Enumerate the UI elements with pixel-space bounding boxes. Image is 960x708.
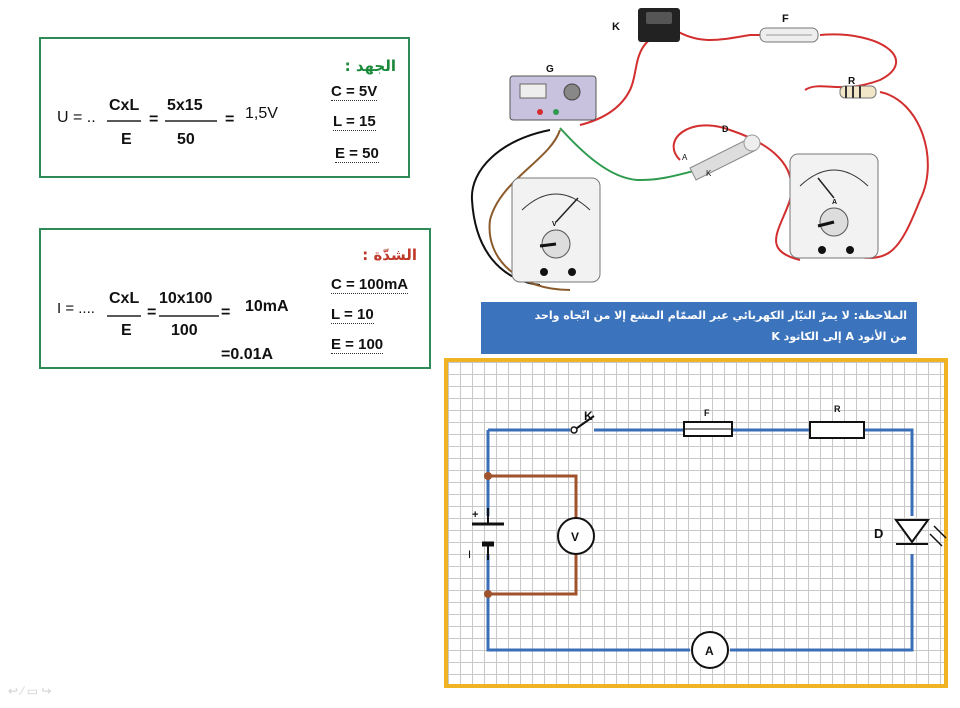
note-line-2: من الأنود A إلى الكاتود K — [771, 330, 907, 343]
current-heading: الشدّة : — [362, 246, 417, 264]
schematic-label-fuse: F — [704, 408, 710, 418]
voltage-denominator: E — [121, 131, 132, 148]
voltmeter-pointer — [539, 242, 557, 248]
generator-knob — [563, 83, 581, 101]
battery-minus-label: I — [468, 549, 471, 561]
red-wire-ammeter-diode — [672, 124, 801, 261]
photo-label-resistor: R — [848, 76, 856, 87]
voltmeter-scale — [521, 193, 591, 211]
current-formula-left: I = .... — [57, 300, 95, 317]
current-fraction-bars — [107, 315, 219, 317]
node-bottom — [484, 590, 492, 598]
voltage-result: 1,5V — [245, 105, 278, 122]
photo-label-fuse: F — [782, 13, 789, 25]
current-den2: 100 — [171, 322, 198, 339]
current-num2: 10x100 — [159, 290, 213, 307]
voltmeter-needle — [555, 197, 579, 223]
battery-plus-label: + — [472, 509, 478, 521]
red-wire-switch-fuse — [674, 29, 760, 41]
diode-arrow-1 — [929, 533, 943, 547]
ammeter-symbol — [691, 631, 729, 669]
photo-label-generator: G — [546, 64, 554, 75]
current-l-line: L = 10 — [331, 306, 374, 324]
voltmeter-terminal-com — [540, 268, 548, 276]
watermark-glyphs: ↩ ⁄ ▭ ↪ — [8, 684, 52, 698]
voltmeter-label: V — [571, 530, 579, 544]
voltage-den2: 50 — [177, 131, 195, 148]
circuit-illustration: K F R G D A K V A — [470, 8, 929, 291]
led-lens — [743, 134, 761, 152]
voltmeter-wire-top — [488, 474, 578, 518]
diode-arrow-2 — [933, 525, 947, 539]
photo-label-cathode: K — [706, 169, 712, 178]
voltmeter-symbol — [557, 517, 595, 555]
schematic-grid — [444, 358, 948, 688]
voltage-equals-2: = — [225, 111, 235, 128]
generator-terminal-negative — [553, 109, 559, 115]
current-result-amps: =0.01A — [221, 346, 274, 363]
voltage-formula-left: U = .. — [57, 109, 96, 126]
ammeter-terminal-com — [818, 246, 826, 254]
photo-label-ammeter: A — [832, 199, 837, 206]
ammeter-terminal-a — [846, 246, 854, 254]
generator-terminal-positive — [537, 109, 543, 115]
voltage-c-line: C = 5V — [331, 83, 378, 101]
note-banner: الملاحظة: لا يمرّ التيّار الكهربائي عبر … — [481, 302, 917, 354]
wire-diode-ammeter — [730, 554, 914, 652]
red-wire-fuse-resistor — [804, 33, 897, 91]
black-wire — [470, 129, 551, 286]
current-e-line: E = 100 — [331, 336, 384, 354]
voltage-e-line: E = 50 — [335, 145, 379, 163]
red-wire-resistor-ammeter — [849, 91, 929, 259]
current-denominator: E — [121, 322, 132, 339]
current-equals-2: = — [221, 304, 231, 321]
switch-lever — [576, 415, 595, 429]
voltage-l-line: L = 15 — [333, 113, 376, 131]
wire-resistor-diode — [864, 428, 914, 516]
node-top — [484, 472, 492, 480]
diode-triangle — [894, 519, 930, 544]
voltage-num2: 5x15 — [167, 97, 203, 114]
voltmeter-terminal-v — [568, 268, 576, 276]
ammeter-label: A — [705, 644, 714, 658]
photo-label-diode: D — [722, 124, 729, 134]
ammeter-body — [789, 153, 879, 259]
voltmeter-wire-bottom — [488, 554, 578, 596]
current-equals-1: = — [147, 304, 157, 321]
current-calculation-box: الشدّة : I = .... CxL E = 10x100 100 = 1… — [39, 228, 431, 369]
generator-display — [519, 83, 547, 99]
switch-rocker — [646, 12, 672, 24]
resistor-body — [839, 85, 877, 99]
current-c-line: C = 100mA — [331, 276, 409, 294]
photo-label-voltmeter: V — [552, 221, 557, 228]
current-result: 10mA — [245, 298, 289, 315]
ammeter-needle — [817, 177, 835, 199]
note-line-1: الملاحظة: لا يمرّ التيّار الكهربائي عبر … — [534, 309, 907, 322]
red-wire-switch — [579, 29, 671, 126]
resistor-symbol — [809, 421, 865, 439]
wire-ammeter-battery — [486, 594, 690, 652]
green-wire — [559, 127, 711, 182]
voltage-fraction-bars — [107, 120, 217, 122]
voltage-heading: الجهد : — [344, 57, 396, 75]
switch-contact-left — [570, 426, 578, 434]
photo-label-anode: A — [682, 153, 688, 162]
ammeter-pointer — [817, 220, 835, 228]
schematic-label-switch: K — [584, 409, 593, 423]
circuit-schematic: + I V K F R D A — [468, 404, 947, 669]
photo-label-switch: K — [612, 21, 620, 33]
voltage-equals-1: = — [149, 111, 159, 128]
voltage-numerator: CxL — [109, 97, 140, 114]
ammeter-scale — [799, 169, 869, 187]
schematic-label-resistor: R — [834, 404, 841, 414]
current-numerator: CxL — [109, 290, 140, 307]
voltage-calculation-box: الجهد : U = .. CxL E = 5x15 50 = 1,5V C … — [39, 37, 410, 178]
schematic-label-diode: D — [874, 526, 883, 541]
